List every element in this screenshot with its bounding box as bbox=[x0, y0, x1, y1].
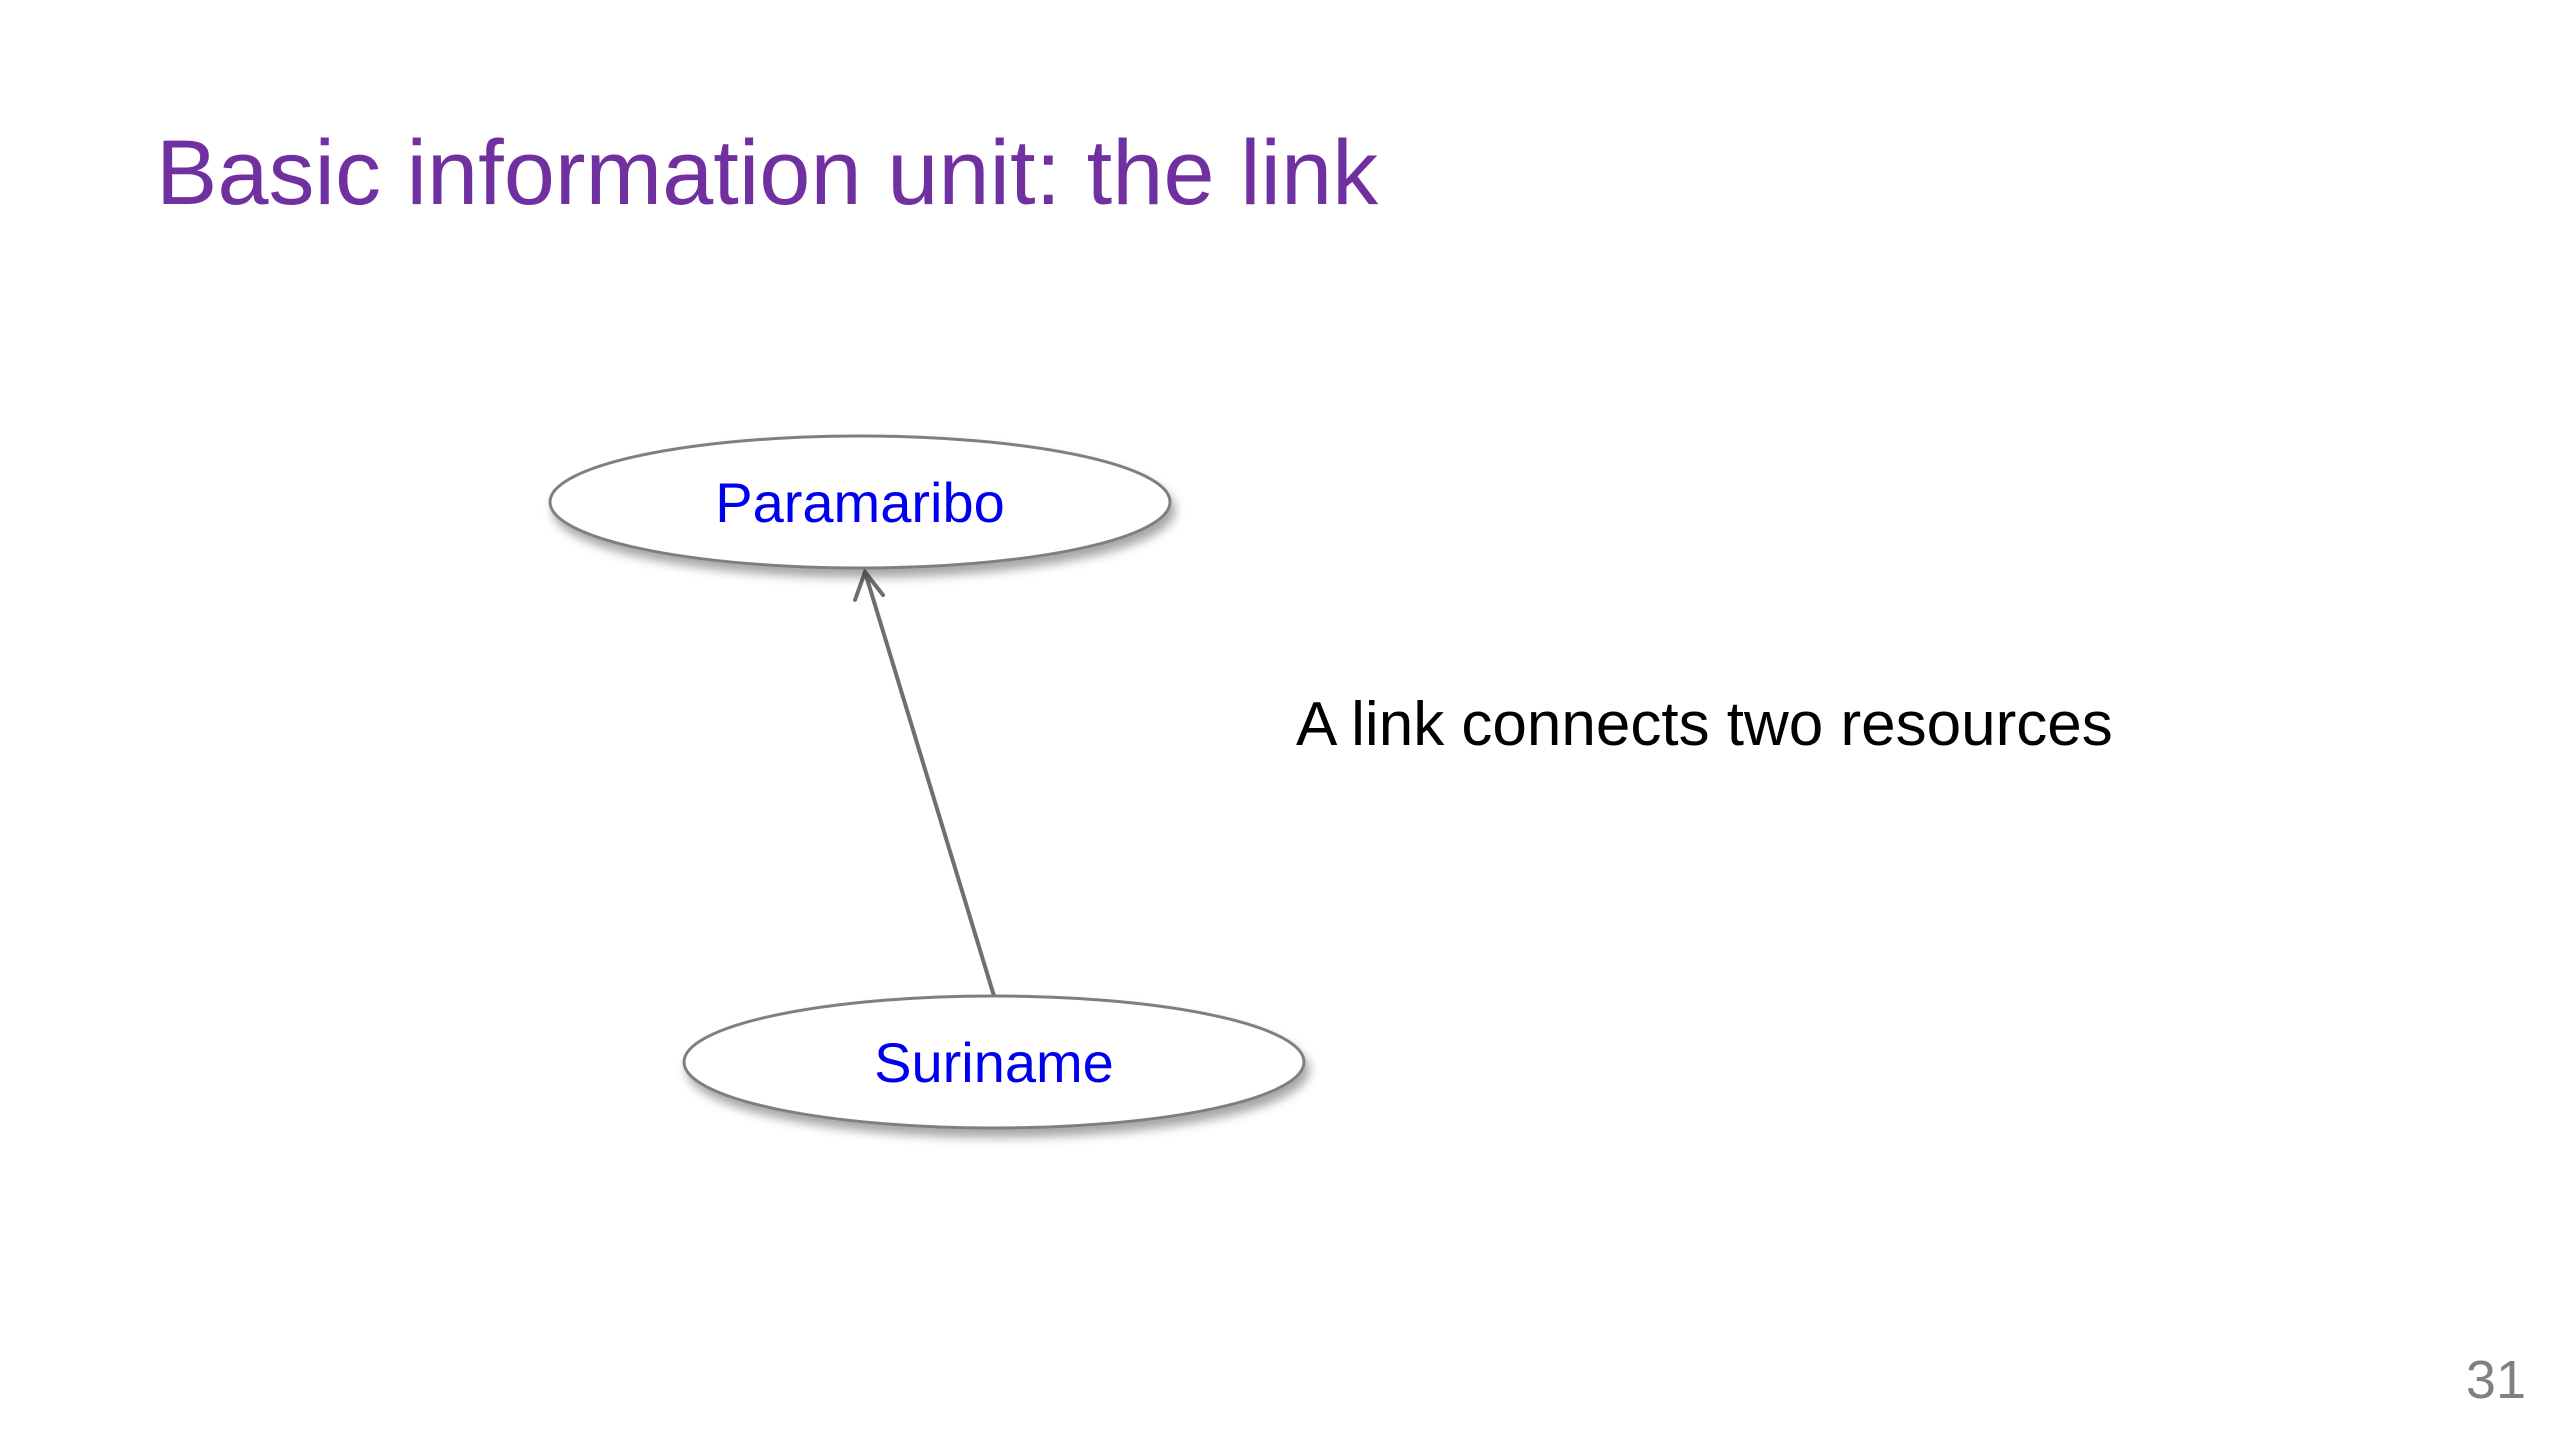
node-paramaribo-label: Paramaribo bbox=[715, 471, 1004, 534]
edge-suriname-to-paramaribo bbox=[853, 567, 996, 997]
node-paramaribo[interactable]: Paramaribo bbox=[548, 434, 1172, 570]
arrowhead-icon bbox=[853, 567, 885, 602]
node-suriname-label: Suriname bbox=[874, 1031, 1114, 1094]
edge-line bbox=[863, 571, 996, 997]
slide-title: Basic information unit: the link bbox=[156, 122, 1379, 224]
node-suriname-ellipse bbox=[682, 994, 1306, 1130]
node-paramaribo-ellipse bbox=[548, 434, 1172, 570]
node-suriname[interactable]: Suriname bbox=[682, 994, 1306, 1130]
slide-caption: A link connects two resources bbox=[1296, 690, 2113, 759]
page-number: 31 bbox=[2465, 1350, 2526, 1410]
